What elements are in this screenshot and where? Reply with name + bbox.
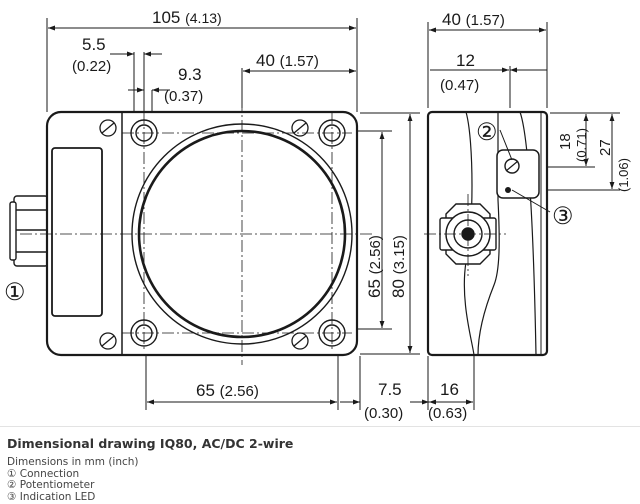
indication-led-icon	[505, 187, 511, 193]
center-lines	[20, 100, 372, 365]
callout-connection: ①	[4, 279, 26, 306]
side-contour-right	[477, 112, 500, 356]
dim-12-label: 12	[456, 51, 475, 70]
dim-5.5-inch: (0.22)	[72, 58, 111, 75]
dim-27-inch: (1.06)	[616, 158, 631, 192]
screws	[99, 119, 309, 350]
dim-65-vert-label: 65 (2.56)	[365, 235, 384, 298]
connector-nut	[9, 195, 49, 267]
callout-labels: ① ② ③	[4, 119, 574, 306]
dim-105-label: 105 (4.13)	[152, 8, 222, 27]
potentiometer-block	[496, 149, 540, 199]
side-center-lines	[424, 194, 506, 276]
connection-panel	[51, 147, 103, 317]
caption-title: Dimensional drawing IQ80, AC/DC 2-wire	[7, 436, 294, 451]
dimension-labels: 105 (4.13) 5.5 (0.22) 9.3 (0.37) 40 (1.5…	[72, 8, 631, 422]
caption-block: Dimensional drawing IQ80, AC/DC 2-wire D…	[7, 436, 633, 503]
side-view	[424, 110, 549, 357]
callout-leaders	[499, 129, 551, 213]
dim-16-label: 16	[440, 380, 459, 399]
dim-12-inch: (0.47)	[440, 77, 479, 94]
caption-units: Dimensions in mm (inch)	[7, 456, 139, 468]
front-view	[9, 100, 372, 365]
dim-7.5-label: 7.5	[378, 380, 402, 399]
dim-80-label: 80 (3.15)	[389, 235, 408, 298]
callout-led: ③	[552, 203, 574, 230]
callout-potentiometer: ②	[476, 119, 498, 146]
dim-18-label: 18	[557, 133, 574, 150]
dim-40-side-label: 40 (1.57)	[442, 10, 505, 29]
dim-7.5-inch: (0.30)	[364, 405, 403, 422]
extension-lines	[46, 18, 620, 410]
cable-gland	[439, 203, 497, 265]
caption-divider	[0, 426, 640, 427]
dim-9.3-label: 9.3	[178, 65, 202, 84]
side-contour-edge	[519, 111, 537, 356]
dimensional-drawing: 105 (4.13) 5.5 (0.22) 9.3 (0.37) 40 (1.5…	[4, 8, 631, 422]
dim-16-inch: (0.63)	[428, 405, 467, 422]
dim-40-center-label: 40 (1.57)	[256, 51, 319, 70]
dimension-lines	[48, 25, 615, 405]
dim-9.3-inch: (0.37)	[164, 88, 203, 105]
dim-65-horiz-label: 65 (2.56)	[196, 381, 259, 400]
caption-item-connection: ① Connection	[7, 467, 80, 480]
dim-5.5-label: 5.5	[82, 35, 106, 54]
dim-18-inch: (0.71)	[574, 128, 589, 162]
caption-item-potentiometer: ② Potentiometer	[7, 479, 95, 491]
housing-outline	[45, 110, 359, 357]
dim-27-label: 27	[597, 139, 614, 156]
caption-item-led: ③ Indication LED	[7, 490, 96, 503]
